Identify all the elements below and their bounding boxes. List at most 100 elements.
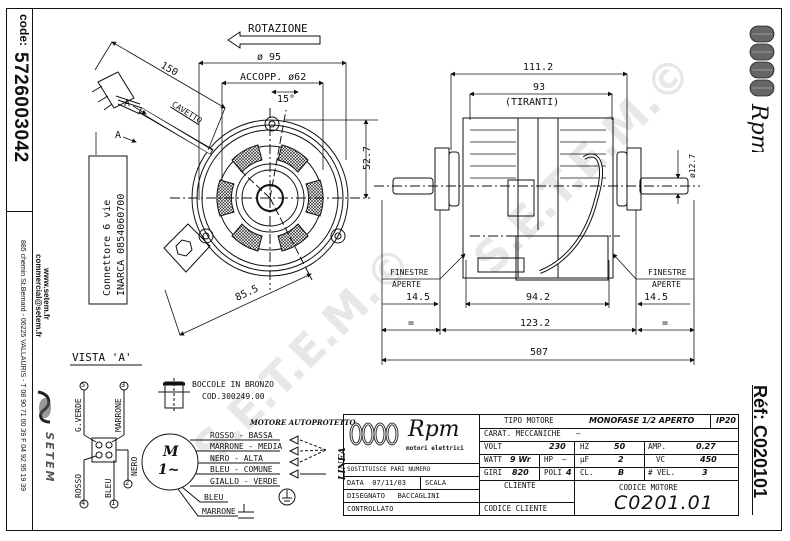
motor-symbol-phase: 1~ bbox=[158, 462, 180, 478]
connector-label-2: INARCA 0854060700 bbox=[116, 193, 127, 296]
vc-label: VC bbox=[656, 455, 666, 464]
windows-right-line2: APERTE bbox=[652, 280, 681, 289]
ref-underline bbox=[752, 385, 753, 515]
wire-nero: NERO - ALTA bbox=[210, 454, 263, 463]
drawing-frame bbox=[6, 8, 782, 531]
hz-value: 50 bbox=[614, 442, 626, 451]
cl-value: B bbox=[618, 468, 625, 477]
grid-line bbox=[539, 454, 540, 480]
section-marker-a-2: A bbox=[115, 130, 122, 141]
wire-rosso: ROSSO - BASSA bbox=[210, 431, 273, 440]
giri-value: 820 bbox=[512, 468, 529, 477]
hz-label: HZ bbox=[580, 442, 590, 451]
wire-giallo-verde: GIALLO - VERDE bbox=[210, 477, 278, 486]
ip-rating: IP20 bbox=[716, 416, 736, 425]
volt-value: 230 bbox=[549, 442, 566, 451]
rpm-logo-text: Rpm bbox=[408, 417, 460, 442]
side-view-motor bbox=[374, 117, 700, 281]
wiring-diagram bbox=[141, 433, 327, 519]
side-view-dimensions bbox=[381, 71, 695, 365]
rpm-side-logo: Rpm bbox=[742, 22, 782, 156]
dim-height: 52.7 bbox=[362, 145, 373, 170]
scala-cell: SCALA bbox=[420, 477, 446, 489]
amp-value: 0.27 bbox=[696, 442, 716, 451]
volt-label: VOLT bbox=[484, 442, 503, 451]
motor-symbol-m: M bbox=[163, 444, 179, 460]
pin-number-4: 4 bbox=[81, 499, 86, 507]
data-row: DATA 07/11/03 SCALA bbox=[344, 476, 479, 489]
hp-label: HP bbox=[544, 455, 554, 464]
connector-box bbox=[88, 155, 128, 305]
dim-body-length: 94.2 bbox=[526, 292, 551, 303]
windows-left-line2: APERTE bbox=[392, 280, 421, 289]
dim-angle: 15° bbox=[277, 94, 296, 105]
data-label: DATA bbox=[347, 479, 364, 487]
grid-line bbox=[480, 428, 738, 429]
dim-mid-length: 123.2 bbox=[520, 318, 551, 329]
windows-right-line1: FINESTRE bbox=[648, 268, 687, 277]
disegnato-label: DISEGNATO bbox=[347, 492, 385, 500]
giri-label: GIRI bbox=[484, 468, 503, 477]
grid-line bbox=[480, 502, 574, 503]
sostituisce-row: SOSTITUISCE PARI NUMERO bbox=[344, 463, 479, 476]
pin-number-3: 3 bbox=[121, 381, 126, 389]
front-view-motor bbox=[91, 71, 370, 290]
tie-rods-label: (TIRANTI) bbox=[505, 97, 560, 108]
dim-shaft-diameter: ø12.7 bbox=[688, 153, 697, 178]
uf-value: 2 bbox=[618, 455, 624, 464]
grid-line bbox=[574, 441, 575, 515]
dim-coupling: ACCOPP. ø62 bbox=[240, 72, 307, 83]
pin-label-marrone: MARRONE bbox=[114, 398, 123, 432]
controllato-label: CONTROLLATO bbox=[347, 505, 394, 513]
disegnato-value: BACCAGLINI bbox=[397, 492, 440, 500]
vc-value: 450 bbox=[700, 455, 717, 464]
uf-label: µF bbox=[580, 455, 590, 464]
windows-left-line1: FINESTRE bbox=[390, 268, 429, 277]
carat-label: CARAT. MECCANICHE bbox=[484, 429, 561, 438]
dim-left-shaft: 14.5 bbox=[406, 292, 431, 303]
grid-line bbox=[480, 454, 738, 455]
carat-value: — bbox=[576, 429, 581, 438]
sostituisce-label: SOSTITUISCE PARI NUMERO bbox=[347, 466, 431, 473]
setem-swoosh-icon bbox=[37, 390, 51, 424]
pin-number-1: 1 bbox=[111, 499, 116, 507]
bushing-code: COD.300249.00 bbox=[202, 392, 265, 401]
pin-label-rosso: ROSSO bbox=[74, 473, 83, 498]
capacitor-wire-marrone: MARRONE bbox=[202, 507, 236, 516]
tipo-motore-value: MONOFASE 1/2 APERTO bbox=[589, 416, 695, 425]
view-a-title: VISTA 'A' bbox=[72, 351, 132, 364]
grid-line bbox=[480, 480, 738, 481]
dim-right-shaft: 14.5 bbox=[644, 292, 669, 303]
pin-number-2: 2 bbox=[125, 479, 130, 487]
wire-bleu: BLEU - COMUNE bbox=[210, 465, 273, 474]
rotation-arrow bbox=[227, 31, 321, 49]
poli-value: 4 bbox=[566, 468, 572, 477]
bushing-label: BOCCOLE IN BRONZO bbox=[192, 380, 274, 389]
poli-label: POLI bbox=[544, 468, 563, 477]
section-marker-a-1: A bbox=[124, 98, 131, 109]
title-block-left: Rpm motori elettrici SOSTITUISCE PARI NU… bbox=[344, 415, 480, 515]
rpm-coils-logo bbox=[349, 422, 399, 446]
front-view-dimensions bbox=[94, 41, 378, 336]
tipo-motore-label: TIPO MOTORE bbox=[504, 416, 554, 425]
title-block: Rpm motori elettrici SOSTITUISCE PARI NU… bbox=[343, 414, 739, 516]
pin-label-g-verde: G.VERDE bbox=[74, 398, 83, 432]
watt-label: WATT bbox=[484, 455, 503, 464]
dim-body-total: 111.2 bbox=[523, 62, 554, 73]
equal-left: = bbox=[408, 318, 415, 329]
bushing-symbol bbox=[158, 378, 190, 412]
code-box bbox=[6, 8, 33, 212]
scala-label: SCALA bbox=[425, 479, 447, 487]
disegnato-row: DISEGNATO BACCAGLINI bbox=[344, 489, 479, 502]
cliente-label: CLIENTE bbox=[504, 481, 536, 490]
connector-label-1: Connettore 6 vie bbox=[102, 199, 113, 296]
dim-tie-rods: 93 bbox=[533, 82, 546, 93]
pin-label-bleu: BLEU bbox=[104, 478, 113, 498]
rpm-side-text: Rpm bbox=[746, 103, 771, 152]
pin-label-nero: NERO bbox=[130, 456, 139, 476]
dim-diameter-95: ø 95 bbox=[257, 52, 282, 63]
codice-motore-label: CODICE MOTORE bbox=[619, 483, 678, 492]
rotation-label: ROTAZIONE bbox=[248, 22, 308, 35]
left-info-strip bbox=[6, 8, 33, 531]
